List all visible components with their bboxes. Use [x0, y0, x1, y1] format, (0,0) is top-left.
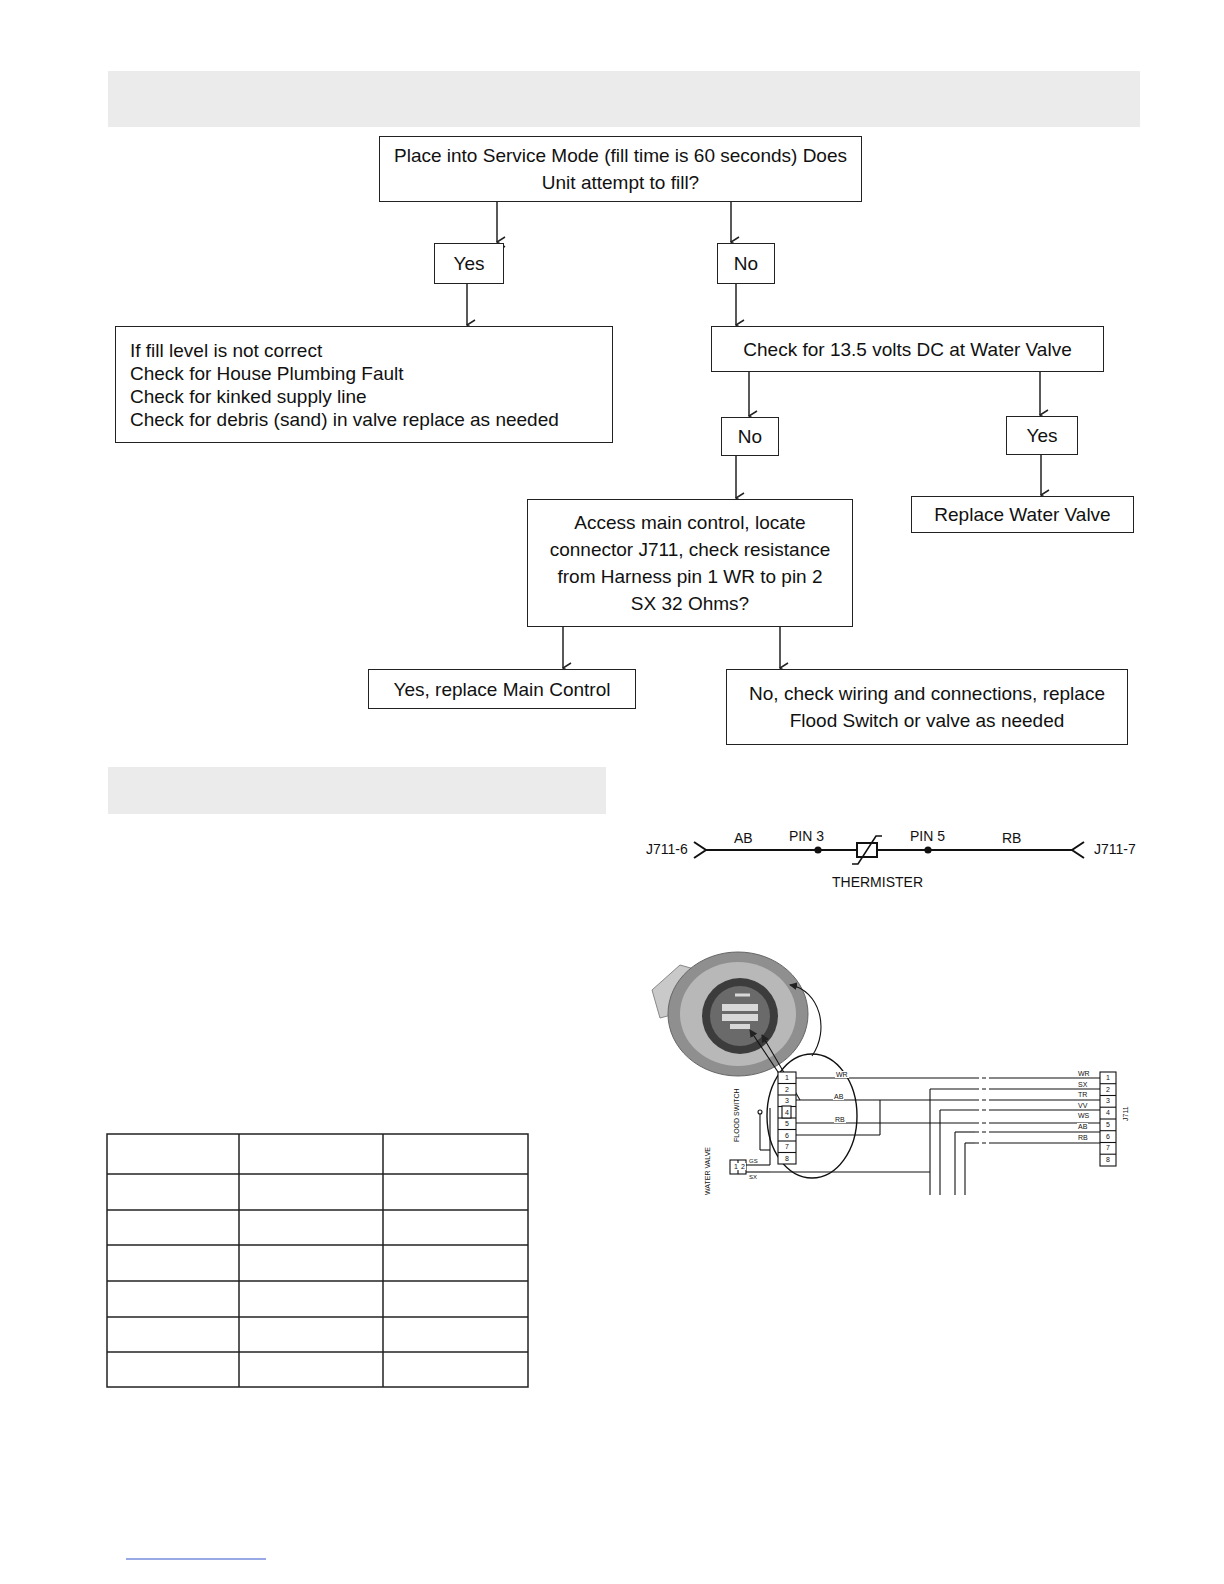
- box-text: Place into Service Mode (fill time is 60…: [392, 142, 849, 196]
- footer-link-line: [126, 1558, 266, 1559]
- pin-number: 1: [733, 1163, 739, 1170]
- decision-box: Access main control, locate connector J7…: [527, 499, 853, 627]
- flow-arrow: [496, 202, 498, 242]
- pin-number: 5: [784, 1120, 790, 1127]
- pin-number: 7: [784, 1143, 790, 1150]
- pin-number: 6: [784, 1132, 790, 1139]
- pin-number: 8: [1105, 1156, 1111, 1163]
- box-text: No, check wiring and connections, replac…: [741, 680, 1113, 734]
- decision-box: Check for 13.5 volts DC at Water Valve: [711, 326, 1104, 372]
- pin-number: 2: [784, 1086, 790, 1093]
- flow-arrow: [735, 456, 737, 498]
- wire-label: AB: [734, 831, 753, 845]
- box-text: Yes: [439, 250, 499, 277]
- part-label: FLOOD SWITCH: [733, 1087, 740, 1143]
- section-band: [108, 767, 606, 814]
- pin-label: J711-6: [646, 842, 688, 856]
- pin-label: J711-7: [1094, 842, 1136, 856]
- box-text: Check for debris (sand) in valve replace…: [130, 408, 598, 431]
- pin-number: 2: [740, 1163, 746, 1170]
- pin-number: 6: [1105, 1133, 1111, 1140]
- empty-table: [107, 1134, 528, 1387]
- wire-label: WR: [1077, 1070, 1091, 1077]
- answer-box: No: [717, 243, 775, 284]
- box-text: Check for 13.5 volts DC at Water Valve: [720, 336, 1095, 363]
- valve-illustration: [652, 952, 808, 1076]
- part-label: THERMISTER: [832, 875, 923, 889]
- wire-label: RB: [1002, 831, 1021, 845]
- wire-label: WS: [1077, 1112, 1090, 1119]
- answer-box: Yes: [1006, 416, 1078, 455]
- pin-label: PIN 3: [789, 829, 824, 843]
- pin-number: 4: [1105, 1109, 1111, 1116]
- action-box: Yes, replace Main Control: [368, 669, 636, 709]
- pin-label: PIN 5: [910, 829, 945, 843]
- flow-arrow: [562, 627, 564, 668]
- box-text: Yes, replace Main Control: [375, 676, 629, 703]
- process-box: If fill level is not correctCheck for Ho…: [115, 326, 613, 443]
- box-text: Access main control, locate connector J7…: [548, 509, 832, 617]
- pin-number: 8: [784, 1155, 790, 1162]
- part-label: WATER VALVE: [704, 1146, 711, 1196]
- action-box: Replace Water Valve: [911, 496, 1134, 533]
- flow-arrow: [1039, 372, 1041, 415]
- box-text: No: [726, 423, 774, 450]
- flow-arrow: [466, 284, 468, 325]
- box-text: Check for House Plumbing Fault: [130, 362, 598, 385]
- pin-number: 4: [784, 1109, 790, 1116]
- flow-arrow: [1040, 455, 1042, 495]
- answer-box: Yes: [434, 243, 504, 284]
- wiring-harness: [730, 985, 1116, 1195]
- pin-number: 1: [1105, 1074, 1111, 1081]
- pin-number: 7: [1105, 1144, 1111, 1151]
- box-text: Check for kinked supply line: [130, 385, 598, 408]
- pin-number: 3: [784, 1097, 790, 1104]
- wire-label: AB: [1077, 1123, 1088, 1130]
- decision-box: Place into Service Mode (fill time is 60…: [379, 136, 862, 202]
- wire-label: TR: [1077, 1091, 1088, 1098]
- wire-label: GS: [748, 1158, 759, 1164]
- box-text: Replace Water Valve: [918, 501, 1127, 528]
- flow-arrow: [779, 627, 781, 668]
- wire-label: SX: [748, 1174, 758, 1180]
- flow-arrow: [748, 372, 750, 416]
- box-text: No: [722, 250, 770, 277]
- answer-box: No: [721, 417, 779, 456]
- flow-arrow: [735, 284, 737, 325]
- wire-label: RB: [834, 1116, 846, 1123]
- box-text: Yes: [1011, 422, 1073, 449]
- wire-label: VV: [1077, 1102, 1088, 1109]
- wire-label: AB: [833, 1093, 844, 1100]
- action-box: No, check wiring and connections, replac…: [726, 669, 1128, 745]
- wire-label: SX: [1077, 1081, 1088, 1088]
- flow-arrow: [730, 202, 732, 242]
- box-text: If fill level is not correct: [130, 339, 598, 362]
- wire-label: RB: [1077, 1134, 1089, 1141]
- pin-number: 5: [1105, 1121, 1111, 1128]
- pin-number: 1: [784, 1074, 790, 1081]
- pin-number: 3: [1105, 1097, 1111, 1104]
- pin-number: 2: [1105, 1086, 1111, 1093]
- connector-label: J711: [1122, 1105, 1129, 1122]
- wire-label: WR: [835, 1071, 849, 1078]
- header-band: [108, 71, 1140, 127]
